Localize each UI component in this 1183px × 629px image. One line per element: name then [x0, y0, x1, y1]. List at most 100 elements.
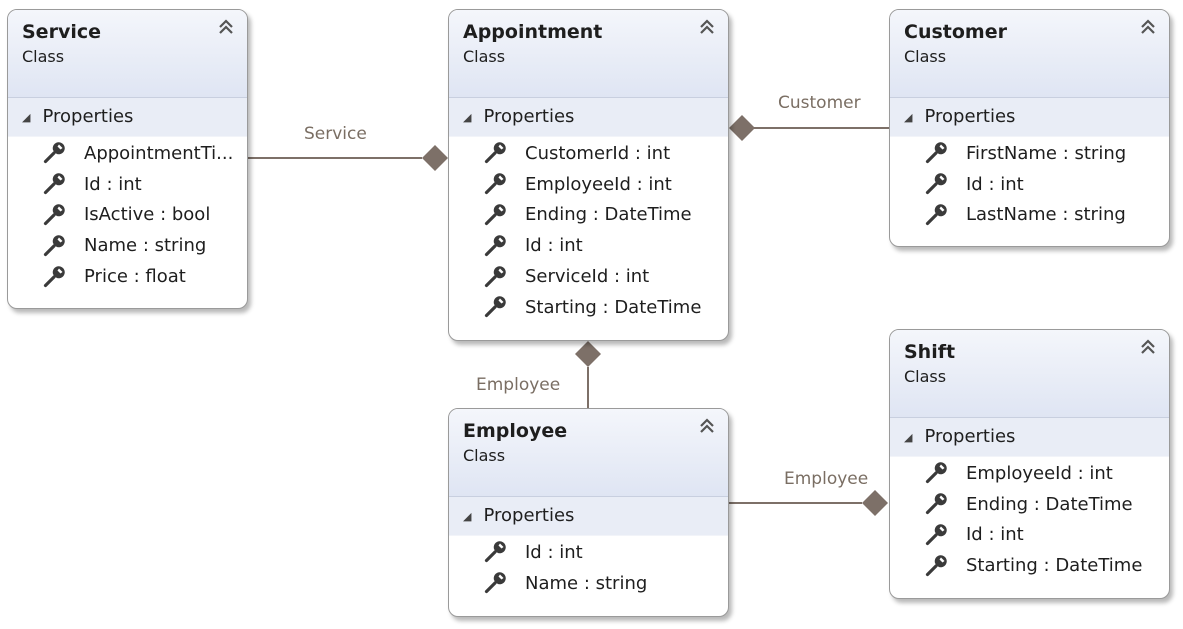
section-label: Properties [483, 505, 575, 526]
wrench-icon [43, 204, 65, 226]
property-row[interactable]: Starting : DateTime [449, 292, 728, 323]
shift-class-shape[interactable]: Shift Class ◢ Properties EmployeeId : int… [889, 329, 1170, 599]
double-chevron-up-icon[interactable] [217, 18, 235, 36]
property-row[interactable]: Ending : DateTime [890, 489, 1169, 520]
wrench-icon [484, 541, 506, 563]
double-chevron-up-icon[interactable] [1139, 338, 1157, 356]
class-name: Customer [904, 21, 1007, 43]
properties-section-header[interactable]: ◢ Properties [890, 98, 1169, 137]
class-header: Employee Class [449, 409, 728, 497]
property-row[interactable]: Price : float [8, 261, 247, 292]
properties-section-header[interactable]: ◢ Properties [8, 98, 247, 137]
properties-section-header[interactable]: ◢ Properties [890, 418, 1169, 457]
property-row[interactable]: Id : int [449, 230, 728, 261]
property-label: Id : int [966, 524, 1024, 546]
property-row[interactable]: Id : int [8, 169, 247, 200]
wrench-icon [925, 462, 947, 484]
property-row[interactable]: Id : int [449, 537, 728, 568]
appointment-employee-composition-diamond [575, 341, 601, 367]
triangle-icon[interactable]: ◢ [463, 510, 472, 523]
property-row[interactable]: FirstName : string [890, 138, 1169, 169]
class-stereotype: Class [904, 367, 947, 386]
property-label: IsActive : bool [84, 204, 211, 226]
wrench-icon [43, 265, 65, 287]
triangle-icon[interactable]: ◢ [904, 431, 913, 444]
wrench-icon [43, 142, 65, 164]
property-label: Name : string [84, 235, 207, 257]
property-label: FirstName : string [966, 142, 1127, 164]
service-class-shape[interactable]: Service Class ◢ Properties AppointmentTi.… [7, 9, 248, 309]
shift-employee-association-label: Employee [784, 469, 869, 489]
customer-composition-diamond [729, 115, 755, 141]
property-label: Ending : DateTime [525, 204, 692, 226]
service-association-label: Service [304, 124, 367, 144]
class-header: Service Class [8, 10, 247, 98]
triangle-icon[interactable]: ◢ [22, 111, 31, 124]
wrench-icon [484, 572, 506, 594]
double-chevron-up-icon[interactable] [698, 18, 716, 36]
shift-employee-composition-diamond [862, 490, 888, 516]
section-label: Properties [924, 426, 1016, 447]
property-label: Id : int [525, 541, 583, 563]
property-label: Price : float [84, 266, 186, 288]
property-row[interactable]: EmployeeId : int [890, 458, 1169, 489]
property-row[interactable]: Name : string [8, 230, 247, 261]
triangle-icon[interactable]: ◢ [463, 111, 472, 124]
property-row[interactable]: Ending : DateTime [449, 200, 728, 231]
class-stereotype: Class [904, 47, 947, 66]
section-label: Properties [924, 106, 1016, 127]
properties-section-header[interactable]: ◢ Properties [449, 98, 728, 137]
property-row[interactable]: ServiceId : int [449, 261, 728, 292]
property-row[interactable]: Id : int [890, 520, 1169, 551]
class-stereotype: Class [22, 47, 65, 66]
property-row[interactable]: EmployeeId : int [449, 169, 728, 200]
wrench-icon [43, 235, 65, 256]
class-header: Customer Class [890, 10, 1169, 98]
property-row[interactable]: IsActive : bool [8, 200, 247, 231]
section-label: Properties [42, 106, 134, 127]
property-label: Ending : DateTime [966, 493, 1133, 515]
class-name: Shift [904, 341, 956, 363]
wrench-icon [484, 235, 506, 256]
wrench-icon [925, 555, 947, 576]
wrench-icon [43, 173, 65, 195]
property-label: Id : int [84, 173, 142, 195]
property-row[interactable]: Id : int [890, 169, 1169, 200]
property-row[interactable]: Name : string [449, 568, 728, 599]
wrench-icon [484, 265, 506, 287]
wrench-icon [925, 204, 947, 226]
property-label: Starting : DateTime [966, 555, 1143, 577]
double-chevron-up-icon[interactable] [1139, 18, 1157, 36]
property-label: Id : int [525, 235, 583, 257]
wrench-icon [925, 493, 947, 515]
class-name: Appointment [463, 21, 603, 43]
appointment-employee-association-label: Employee [476, 375, 561, 395]
property-row[interactable]: Starting : DateTime [890, 550, 1169, 581]
properties-section-header[interactable]: ◢ Properties [449, 497, 728, 536]
wrench-icon [484, 142, 506, 164]
double-chevron-up-icon[interactable] [698, 417, 716, 435]
class-header: Appointment Class [449, 10, 728, 98]
wrench-icon [484, 204, 506, 226]
property-row[interactable]: CustomerId : int [449, 138, 728, 169]
customer-class-shape[interactable]: Customer Class ◢ Properties FirstName : s… [889, 9, 1170, 247]
class-stereotype: Class [463, 446, 506, 465]
property-row[interactable]: LastName : string [890, 200, 1169, 231]
class-name: Service [22, 21, 101, 43]
property-label: Starting : DateTime [525, 296, 702, 318]
appointment-class-shape[interactable]: Appointment Class ◢ Properties CustomerId… [448, 9, 729, 341]
property-label: ServiceId : int [525, 266, 650, 288]
section-label: Properties [483, 106, 575, 127]
property-row[interactable]: AppointmentTi... [8, 138, 247, 169]
triangle-icon[interactable]: ◢ [904, 111, 913, 124]
service-composition-diamond [422, 145, 448, 171]
property-label: LastName : string [966, 204, 1126, 226]
wrench-icon [484, 296, 506, 318]
property-label: AppointmentTi... [84, 142, 234, 164]
